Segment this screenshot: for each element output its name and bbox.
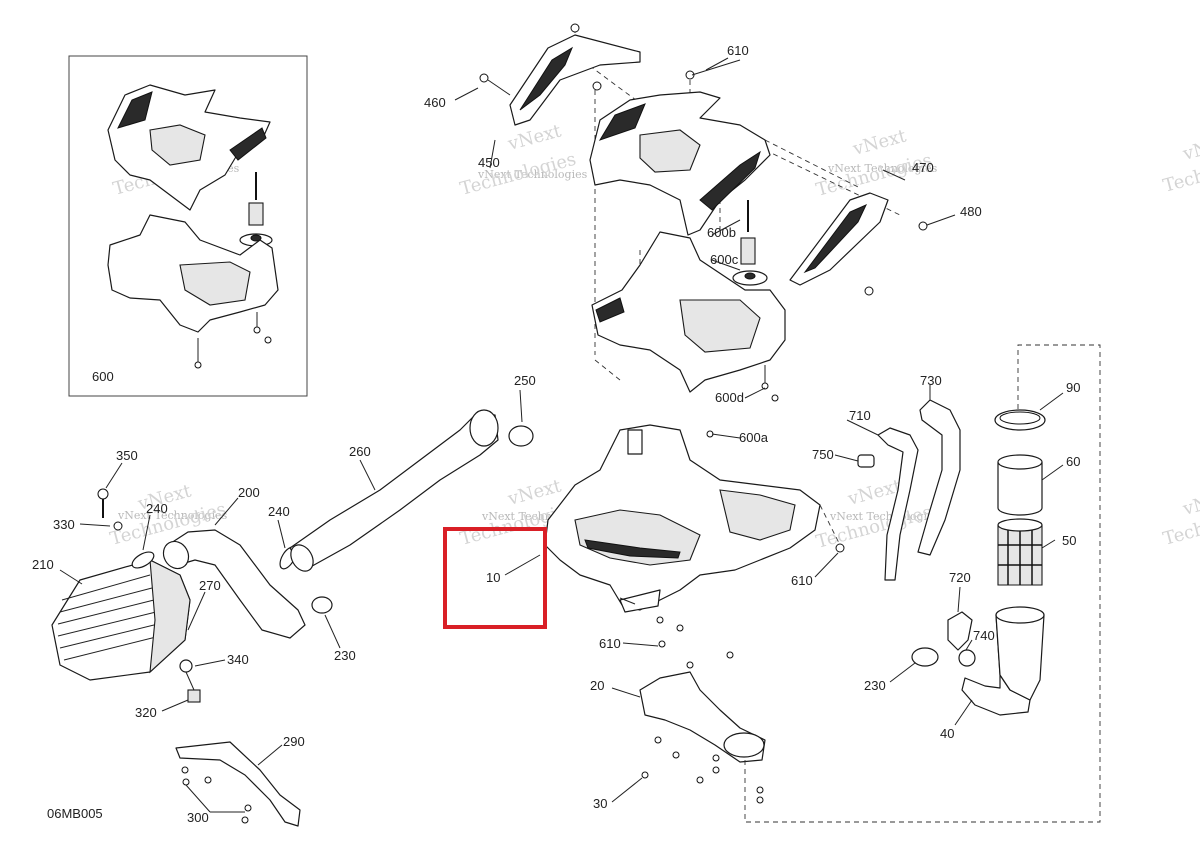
callout-350: 350 bbox=[116, 448, 138, 463]
callout-450: 450 bbox=[478, 155, 500, 170]
callout-340: 340 bbox=[227, 652, 249, 667]
airbox-base bbox=[544, 424, 845, 669]
callout-90: 90 bbox=[1066, 380, 1080, 395]
callout-730: 730 bbox=[920, 373, 942, 388]
callout-10: 10 bbox=[486, 570, 500, 585]
callout-30: 30 bbox=[593, 796, 607, 811]
watermark: vNext Technologies bbox=[827, 162, 938, 175]
leader-lines bbox=[59, 57, 1064, 813]
watermark: vNext bbox=[850, 125, 909, 160]
diagram-code: 06MB005 bbox=[47, 806, 103, 821]
callout-460: 460 bbox=[424, 95, 446, 110]
callout-210: 210 bbox=[32, 557, 54, 572]
watermark: Technologies bbox=[814, 150, 935, 201]
watermark: vNext bbox=[505, 120, 564, 155]
watermark: vNext bbox=[1180, 485, 1200, 520]
callout-40: 40 bbox=[940, 726, 954, 741]
callout-260: 260 bbox=[349, 444, 371, 459]
callout-200: 200 bbox=[238, 485, 260, 500]
callout-270: 270 bbox=[199, 578, 221, 593]
callout-240: 240 bbox=[146, 501, 168, 516]
watermark: vNext Technologies bbox=[117, 509, 228, 522]
callout-470: 470 bbox=[912, 160, 934, 175]
callout-330: 330 bbox=[53, 517, 75, 532]
callout-290: 290 bbox=[283, 734, 305, 749]
upper-cover-assembly bbox=[479, 23, 956, 438]
callout-710: 710 bbox=[849, 408, 871, 423]
callout-60: 60 bbox=[1066, 454, 1080, 469]
callout-50: 50 bbox=[1062, 533, 1076, 548]
callout-230: 230 bbox=[334, 648, 356, 663]
inset-label: 600 bbox=[92, 369, 114, 384]
intercooler-assembly bbox=[51, 409, 534, 827]
callout-480: 480 bbox=[960, 204, 982, 219]
callout-610: 610 bbox=[599, 636, 621, 651]
callout-750: 750 bbox=[812, 447, 834, 462]
callout-600c: 600c bbox=[710, 252, 739, 267]
callout-320: 320 bbox=[135, 705, 157, 720]
watermark: vNext Technologies bbox=[829, 510, 940, 523]
watermark: vNext bbox=[1180, 130, 1200, 165]
callout-610: 610 bbox=[727, 43, 749, 58]
callout-600d: 600d bbox=[715, 390, 744, 405]
callout-740: 740 bbox=[973, 628, 995, 643]
callout-20: 20 bbox=[590, 678, 604, 693]
callout-250: 250 bbox=[514, 373, 536, 388]
callout-720: 720 bbox=[949, 570, 971, 585]
watermark: vNext Technologies bbox=[477, 168, 588, 181]
highlight-box bbox=[443, 527, 547, 629]
callout-labels: 10 20 30 40 50 60 90 200 210 230 230 240… bbox=[32, 43, 1080, 825]
callout-600a: 600a bbox=[739, 430, 769, 445]
lower-duct-assembly bbox=[639, 344, 1101, 823]
callout-610: 610 bbox=[791, 573, 813, 588]
callout-240: 240 bbox=[268, 504, 290, 519]
inset-assembly-600: 600 bbox=[68, 55, 308, 397]
callout-600b: 600b bbox=[707, 225, 736, 240]
filter-assembly bbox=[857, 399, 1046, 716]
callout-300: 300 bbox=[187, 810, 209, 825]
callout-230: 230 bbox=[864, 678, 886, 693]
